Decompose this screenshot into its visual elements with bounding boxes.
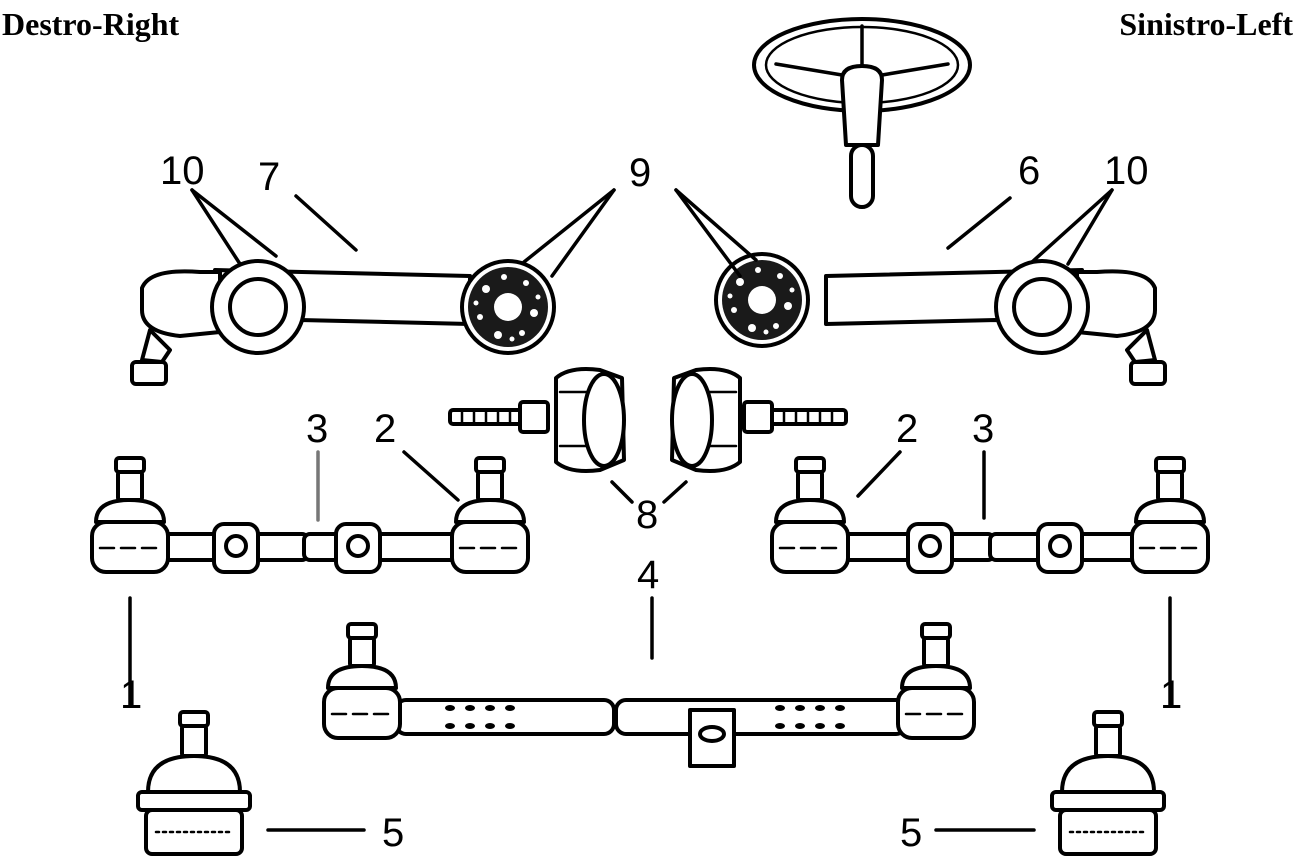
tie-rod-assembly-right-shape	[90, 456, 530, 574]
label-3-left: 3	[972, 407, 994, 451]
label-1-left: 1	[1160, 673, 1182, 717]
center-bushing-right-shape	[448, 367, 626, 473]
label-5-right: 5	[382, 811, 404, 855]
label-7: 7	[258, 155, 280, 199]
label-4: 4	[637, 553, 659, 597]
steering-arm-right-shape	[130, 259, 556, 386]
label-9: 9	[629, 151, 651, 195]
label-8: 8	[636, 493, 658, 537]
label-10-left: 10	[1104, 149, 1149, 193]
steering-arm-left-shape	[714, 252, 1167, 386]
label-2-right: 2	[374, 407, 396, 451]
lower-ball-joint-left-shape	[1050, 710, 1166, 856]
heading-left-side: Sinistro-Left	[1119, 6, 1293, 42]
label-3-right: 3	[306, 407, 328, 451]
label-2-left: 2	[896, 407, 918, 451]
label-1-right: 1	[120, 673, 142, 717]
lower-ball-joint-right-shape	[136, 710, 252, 856]
label-5-left: 5	[900, 811, 922, 855]
label-6: 6	[1018, 149, 1040, 193]
center-tie-rod-shape	[322, 622, 976, 768]
label-10-right: 10	[160, 149, 205, 193]
heading-right-side: Destro-Right	[2, 6, 180, 42]
tie-rod-assembly-left-shape	[770, 456, 1210, 574]
steering-wheel-shape	[752, 17, 972, 209]
center-bushing-left-shape	[670, 367, 848, 473]
leader-lines	[128, 188, 1172, 832]
